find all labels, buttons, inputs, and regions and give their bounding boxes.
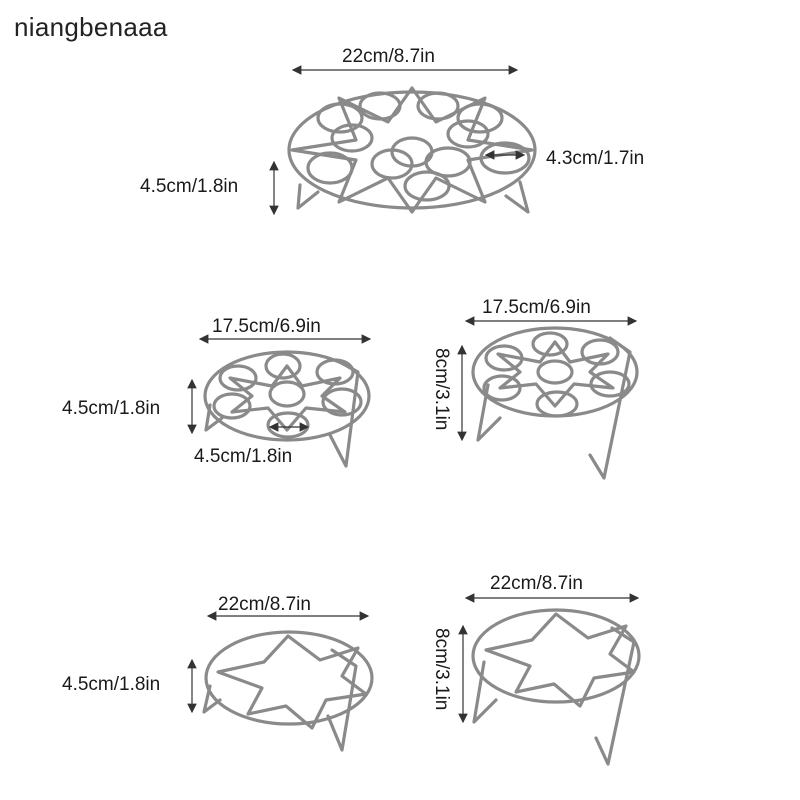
rack5-width-label: 22cm/8.7in xyxy=(490,573,583,594)
rack-small-egg-short xyxy=(187,334,372,468)
rack4-width-label: 22cm/8.7in xyxy=(218,594,311,615)
watermark-text: niangbenaaa xyxy=(14,12,168,42)
rack-star-short xyxy=(187,611,374,752)
rack-small-egg-tall xyxy=(457,316,639,480)
rack2-width-label: 17.5cm/6.9in xyxy=(212,316,321,337)
rack4-height-label: 4.5cm/1.8in xyxy=(62,674,161,695)
rack3-height-label: 8cm/3.1in xyxy=(431,348,452,431)
rack-star-tall xyxy=(458,593,641,766)
rack2-height-label: 4.5cm/1.8in xyxy=(62,398,161,419)
rack1-hole-label: 4.3cm/1.7in xyxy=(546,148,645,169)
rack3-width-label: 17.5cm/6.9in xyxy=(482,297,591,318)
rack5-height-label: 8cm/3.1in xyxy=(431,628,452,711)
rack1-width-label: 22cm/8.7in xyxy=(342,46,435,67)
rack2-hole-label: 4.5cm/1.8in xyxy=(194,446,293,467)
rack1-height-label: 4.5cm/1.8in xyxy=(140,176,239,197)
rack-large-egg xyxy=(269,65,537,216)
